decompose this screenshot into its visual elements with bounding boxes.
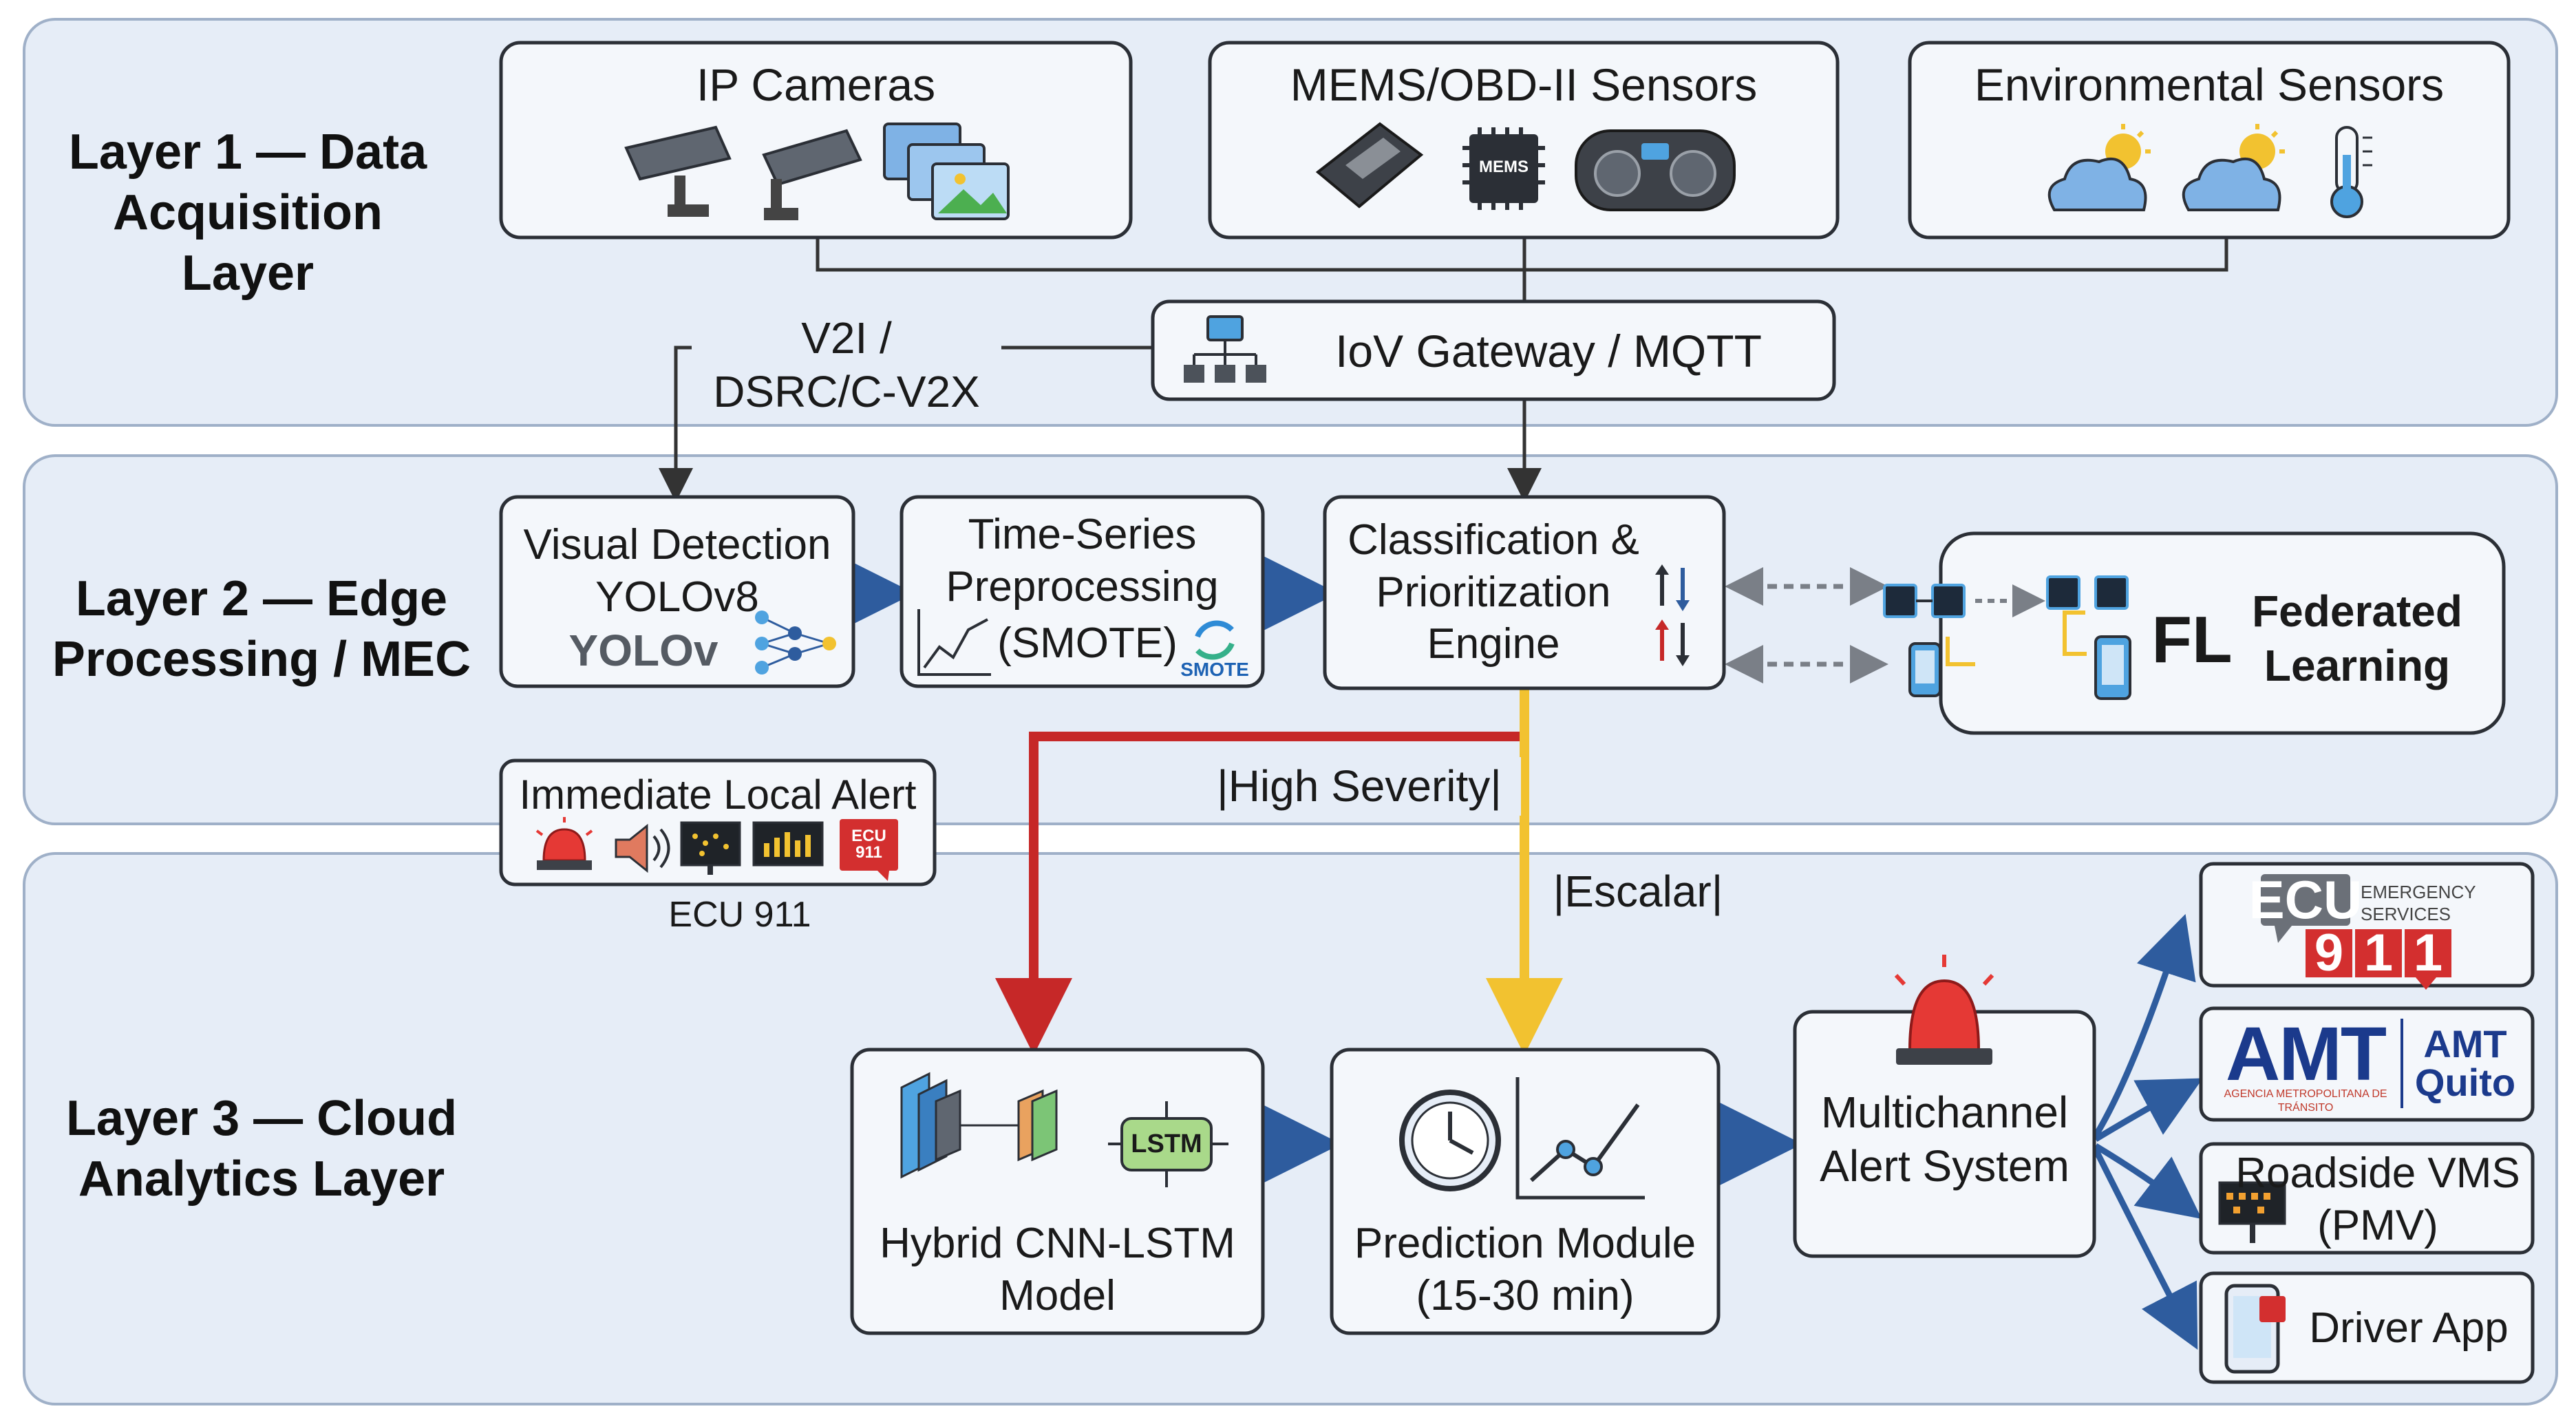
ecu-badge-icon (840, 819, 898, 881)
smote-text: (SMOTE) (997, 619, 1178, 668)
cnn-layers-icon (900, 1072, 1058, 1179)
siren-icon (535, 817, 593, 870)
layer2-title: Layer 2 — Edge Processing / MEC (52, 571, 471, 687)
cctv-camera-icon (762, 129, 862, 220)
led-sign-icon (680, 821, 741, 875)
ecu-digit-3: 1 (2413, 923, 2443, 982)
cctv-camera-icon (624, 125, 732, 217)
driver-app-title: Driver App (2309, 1304, 2509, 1352)
led-sign-icon (752, 821, 824, 867)
mems-sensors-title: MEMS/OBD-II Sensors (1290, 59, 1758, 110)
high-severity-label: |High Severity| (1197, 757, 1521, 816)
classification-title: Classification & Prioritization Engine (1348, 516, 1639, 668)
amt-output-box (2199, 1006, 2535, 1122)
network-hierarchy-icon (1184, 315, 1266, 383)
mems-chip-label: MEMS (1479, 158, 1529, 177)
amt-subtitle: AGENCIA METROPOLITANA DE TRÁNSITO (2224, 1088, 2387, 1114)
fl-return-arrow (1946, 637, 1975, 666)
smartphone-alert-icon (2224, 1284, 2286, 1374)
preprocessing-box (900, 495, 1265, 688)
escalate-label: |Escalar| (1538, 864, 1738, 919)
ecu911-logo-icon (2261, 874, 2451, 990)
ecu-digit-1: 9 (2314, 923, 2344, 982)
speaker-icon (615, 823, 670, 873)
thermometer-icon (2330, 126, 2372, 218)
layer3-title: Layer 3 — Cloud Analytics Layer (65, 1091, 458, 1207)
env-sensors-title: Environmental Sensors (1974, 59, 2445, 110)
partly-cloudy-icon (2047, 124, 2151, 211)
yolo-brand: YOLOv (568, 625, 718, 675)
prediction-title: Prediction Module (15-30 min) (1354, 1220, 1696, 1319)
sort-arrows-icon (1655, 564, 1690, 666)
federated-learning-title: Federated Learning (2252, 586, 2462, 690)
clock-icon (1399, 1090, 1501, 1191)
fl-return-arrow (2063, 611, 2087, 656)
smote-logo-label: SMOTE (1180, 658, 1249, 680)
high-severity-arrow (995, 732, 1524, 1055)
ecu-digit-2: 1 (2363, 923, 2394, 982)
phone-icon (1908, 642, 1941, 697)
classification-box (1323, 495, 1726, 690)
vms-output-box (2199, 1142, 2535, 1255)
siren-icon (1894, 955, 1994, 1065)
local-alert-title: Immediate Local Alert (519, 771, 917, 818)
mems-chip-icon (1462, 127, 1545, 210)
ip-cameras-title: IP Cameras (696, 59, 936, 110)
smote-logo-icon (1195, 620, 1235, 660)
amt-logo-text: AMT (2225, 1012, 2387, 1097)
fl-short-label: FL (2151, 603, 2233, 677)
local-alert-caption: ECU 911 (668, 895, 811, 935)
chip-icon (2046, 575, 2129, 610)
partly-cloudy-icon (2182, 124, 2285, 211)
gateway-title: IoV Gateway / MQTT (1335, 325, 1762, 376)
cnn-lstm-title: Hybrid CNN-LSTM Model (880, 1220, 1235, 1319)
layer1-title: Layer 1 — Data Acquisition Layer (68, 125, 427, 301)
lstm-cell-icon (1108, 1101, 1228, 1187)
preprocessing-title: Time-Series Preprocessing (946, 511, 1219, 611)
trend-chart-icon (1515, 1077, 1645, 1200)
neural-network-icon (755, 611, 836, 675)
amt-quito-text: AMT Quito (2414, 1022, 2516, 1104)
federated-learning-box (1939, 531, 2506, 735)
emergency-services-text: EMERGENCY SERVICES (2361, 882, 2476, 924)
amt-divider (2401, 1019, 2403, 1108)
ecu-logo-text: ECU (2248, 869, 2363, 931)
sensor-bus-line (816, 237, 2228, 272)
alert-fanout-arrows (2092, 913, 2203, 1350)
vms-title: Roadside VMS (PMV) (2235, 1149, 2520, 1249)
obd-dongle-icon (1315, 122, 1424, 209)
dashboard-icon (1575, 129, 1736, 211)
line-chart-icon (917, 609, 991, 676)
lstm-label: LSTM (1131, 1129, 1202, 1159)
visual-detection-title: Visual Detection YOLOv8 (523, 521, 831, 621)
chip-icon (1883, 584, 1966, 618)
ecu-badge-label: ECU 911 (851, 827, 886, 862)
gateway-box (1151, 299, 1836, 401)
image-gallery-icon (883, 123, 1010, 220)
vms-sign-icon (2218, 1181, 2286, 1243)
v2i-link-label: V2I / DSRC/C-V2X (692, 306, 1001, 423)
phone-icon (2094, 635, 2131, 700)
alert-system-title: Multichannel Alert System (1820, 1087, 2069, 1191)
